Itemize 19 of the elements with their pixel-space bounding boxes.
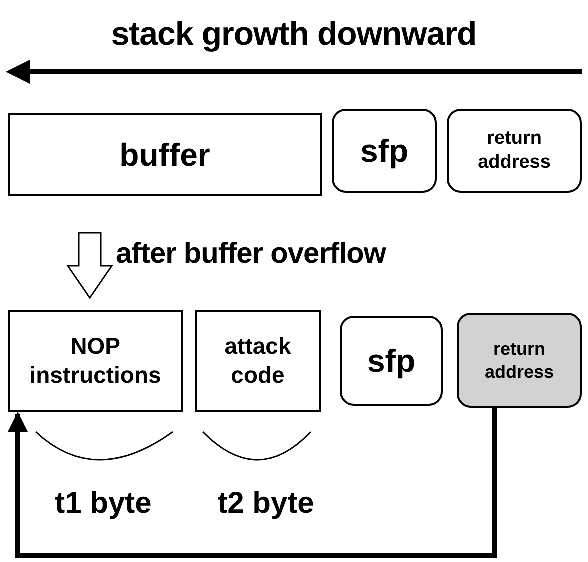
cell-label: sfp xyxy=(360,132,408,171)
cell-label: return address xyxy=(484,338,556,383)
size-label: t2 byte xyxy=(216,486,316,522)
memory-cell xyxy=(195,310,321,412)
diagram-title: stack growth downward xyxy=(110,14,478,54)
memory-cell xyxy=(447,109,582,193)
cell-label: return address xyxy=(477,127,552,175)
cell-label: sfp xyxy=(368,342,416,381)
memory-cell xyxy=(340,316,443,406)
size-label: t1 byte xyxy=(54,486,153,522)
arrow xyxy=(8,408,497,558)
memory-cell xyxy=(8,310,183,412)
cell-label: buffer xyxy=(120,136,210,174)
cell-label: attack code xyxy=(224,332,292,390)
memory-cell xyxy=(332,109,437,193)
memory-cell xyxy=(8,113,322,196)
cell-label: NOP instructions xyxy=(30,332,162,390)
shaded-memory-cell xyxy=(457,313,582,408)
hollow-arrow xyxy=(66,232,114,300)
